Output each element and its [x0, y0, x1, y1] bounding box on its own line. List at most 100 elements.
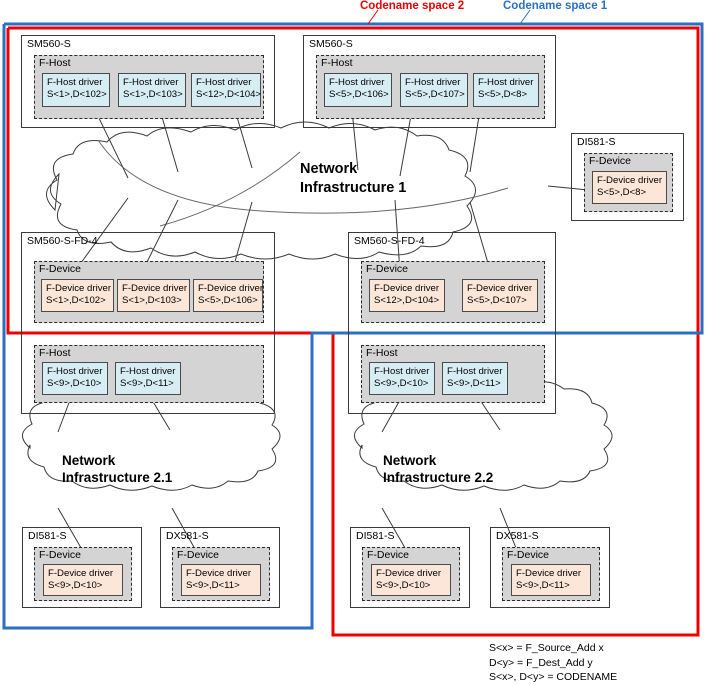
- driver-chip[interactable]: F-Device driver S<9>,D<10>: [371, 564, 451, 596]
- codename-space-2-label: Codename space 2: [360, 0, 465, 12]
- group-title: F-Device: [367, 549, 410, 561]
- driver-code: S<1>,D<103>: [122, 295, 182, 306]
- driver-chip[interactable]: F-Device driver S<9>,D<11>: [181, 564, 261, 596]
- driver-chip[interactable]: F-Host driver S<5>,D<106>: [324, 73, 392, 107]
- driver-chip[interactable]: F-Host driver S<9>,D<10>: [42, 362, 108, 395]
- driver-code: S<12>,D<104>: [374, 295, 440, 306]
- driver-code: S<5>,D<8>: [597, 187, 647, 198]
- driver-role: F-Device driver: [186, 568, 252, 579]
- driver-chip[interactable]: F-Device driver S<12>,D<104>: [369, 279, 445, 312]
- legend-line-source: S<x> = F_Source_Add x: [489, 642, 604, 654]
- driver-code: S<1>,D<102>: [47, 89, 107, 100]
- device-title: SM560-S-FD-4: [354, 235, 425, 247]
- driver-chip[interactable]: F-Device driver S<5>,D<107>: [462, 279, 538, 312]
- driver-chip[interactable]: F-Host driver S<9>,D<11>: [115, 362, 181, 395]
- device-sm560s-fd4-left[interactable]: SM560-S-FD-4 F-Device F-Device driver S<…: [21, 232, 275, 414]
- driver-code: S<9>,D<10>: [48, 580, 103, 591]
- driver-chip[interactable]: F-Host driver S<5>,D<107>: [400, 73, 468, 107]
- device-dx581s-bottom-right[interactable]: DX581-S F-Device F-Device driver S<9>,D<…: [490, 527, 610, 608]
- driver-code: S<5>,D<107>: [467, 295, 527, 306]
- device-title: SM560-S: [27, 38, 71, 50]
- legend-line-codename: S<x>, D<y> = CODENAME: [489, 671, 618, 683]
- driver-role: F-Host driver: [47, 77, 103, 88]
- driver-role: F-Host driver: [120, 366, 176, 377]
- driver-role: F-Device driver: [374, 283, 440, 294]
- driver-code: S<5>,D<106>: [198, 295, 258, 306]
- cloud-label-line2: Infrastructure 2.2: [383, 470, 494, 485]
- cloud-label-line1: Network: [383, 453, 437, 468]
- group-f-device[interactable]: F-Device F-Device driver S<9>,D<10>: [362, 547, 460, 601]
- device-sm560s-fd4-right[interactable]: SM560-S-FD-4 F-Device F-Device driver S<…: [348, 232, 556, 414]
- cloud-label-network-infrastructure-1: Network Infrastructure 1: [300, 160, 406, 198]
- driver-role: F-Device driver: [198, 283, 264, 294]
- device-di581s-bottom-left[interactable]: DI581-S F-Device F-Device driver S<9>,D<…: [22, 527, 142, 608]
- driver-chip[interactable]: F-Host driver S<1>,D<103>: [118, 73, 186, 107]
- cloud-label-line2: Infrastructure 2.1: [62, 470, 173, 485]
- group-f-host[interactable]: F-Host F-Host driver S<5>,D<106> F-Host …: [316, 55, 545, 119]
- device-sm560s-left-top[interactable]: SM560-S F-Host F-Host driver S<1>,D<102>…: [21, 35, 275, 128]
- driver-chip[interactable]: F-Host driver S<12>,D<104>: [191, 73, 261, 107]
- driver-chip[interactable]: F-Host driver S<1>,D<102>: [42, 73, 110, 107]
- group-title: F-Host: [321, 57, 353, 69]
- driver-code: S<12>,D<104>: [196, 89, 262, 100]
- group-f-device[interactable]: F-Device F-Device driver S<9>,D<11>: [172, 547, 270, 601]
- group-title: F-Host: [39, 347, 71, 359]
- driver-chip[interactable]: F-Device driver S<9>,D<11>: [511, 564, 591, 596]
- codename-space-1-label: Codename space 1: [503, 0, 608, 12]
- driver-chip[interactable]: F-Device driver S<5>,D<106>: [193, 279, 263, 312]
- device-dx581s-bottom-left[interactable]: DX581-S F-Device F-Device driver S<9>,D<…: [160, 527, 280, 608]
- driver-code: S<5>,D<107>: [405, 89, 465, 100]
- driver-chip[interactable]: F-Host driver S<9>,D<10>: [369, 362, 435, 395]
- driver-code: S<1>,D<103>: [123, 89, 183, 100]
- group-title: F-Host: [366, 347, 398, 359]
- device-title: DI581-S: [356, 530, 395, 542]
- driver-role: F-Device driver: [46, 283, 112, 294]
- driver-code: S<9>,D<11>: [516, 580, 570, 591]
- group-f-device[interactable]: F-Device F-Device driver S<9>,D<11>: [502, 547, 600, 601]
- driver-role: F-Device driver: [516, 568, 582, 579]
- cloud-label-network-infrastructure-2-1: Network Infrastructure 2.1: [62, 452, 172, 486]
- legend-line-dest: D<y> = F_Dest_Add y: [489, 656, 593, 669]
- driver-chip[interactable]: F-Host driver S<5>,D<8>: [473, 73, 539, 107]
- device-di581s-right-top[interactable]: DI581-S F-Device F-Device driver S<5>,D<…: [571, 133, 684, 221]
- group-title: F-Device: [589, 155, 632, 167]
- driver-code: S<5>,D<8>: [478, 89, 528, 100]
- driver-role: F-Host driver: [329, 77, 385, 88]
- cloud-label-line2: Infrastructure 1: [300, 180, 407, 196]
- device-sm560s-right-top[interactable]: SM560-S F-Host F-Host driver S<5>,D<106>…: [303, 35, 556, 128]
- driver-role: F-Device driver: [376, 568, 442, 579]
- driver-code: S<9>,D<10>: [376, 580, 431, 591]
- device-di581s-bottom-right[interactable]: DI581-S F-Device F-Device driver S<9>,D<…: [350, 527, 470, 608]
- driver-code: S<9>,D<10>: [374, 378, 429, 389]
- driver-chip[interactable]: F-Device driver S<5>,D<8>: [592, 171, 667, 204]
- cloud-label-line1: Network: [300, 161, 358, 177]
- group-f-device[interactable]: F-Device F-Device driver S<12>,D<104> F-…: [361, 261, 545, 323]
- cloud-label-network-infrastructure-2-2: Network Infrastructure 2.2: [383, 452, 493, 486]
- driver-code: S<9>,D<11>: [447, 378, 501, 389]
- driver-role: F-Host driver: [478, 77, 534, 88]
- device-title: SM560-S-FD-4: [27, 235, 98, 247]
- group-f-device[interactable]: F-Device F-Device driver S<9>,D<10>: [34, 547, 132, 601]
- driver-chip[interactable]: F-Device driver S<1>,D<102>: [41, 279, 114, 312]
- group-f-host[interactable]: F-Host F-Host driver S<9>,D<10> F-Host d…: [34, 345, 264, 403]
- device-title: DI581-S: [28, 530, 67, 542]
- driver-role: F-Host driver: [405, 77, 461, 88]
- group-title: F-Device: [39, 549, 82, 561]
- driver-chip[interactable]: F-Host driver S<9>,D<11>: [442, 362, 508, 395]
- driver-code: S<5>,D<106>: [329, 89, 389, 100]
- driver-role: F-Host driver: [196, 77, 252, 88]
- driver-chip[interactable]: F-Device driver S<1>,D<103>: [117, 279, 190, 312]
- driver-role: F-Host driver: [374, 366, 430, 377]
- group-f-host[interactable]: F-Host F-Host driver S<1>,D<102> F-Host …: [34, 55, 264, 119]
- group-f-device[interactable]: F-Device F-Device driver S<1>,D<102> F-D…: [34, 261, 264, 323]
- driver-code: S<1>,D<102>: [46, 295, 106, 306]
- group-f-device[interactable]: F-Device F-Device driver S<5>,D<8>: [584, 153, 673, 212]
- driver-code: S<9>,D<11>: [120, 378, 174, 389]
- group-f-host[interactable]: F-Host F-Host driver S<9>,D<10> F-Host d…: [361, 345, 545, 403]
- driver-role: F-Host driver: [123, 77, 179, 88]
- group-title: F-Device: [366, 263, 409, 275]
- driver-role: F-Host driver: [47, 366, 103, 377]
- driver-chip[interactable]: F-Device driver S<9>,D<10>: [43, 564, 123, 596]
- device-title: DX581-S: [166, 530, 209, 542]
